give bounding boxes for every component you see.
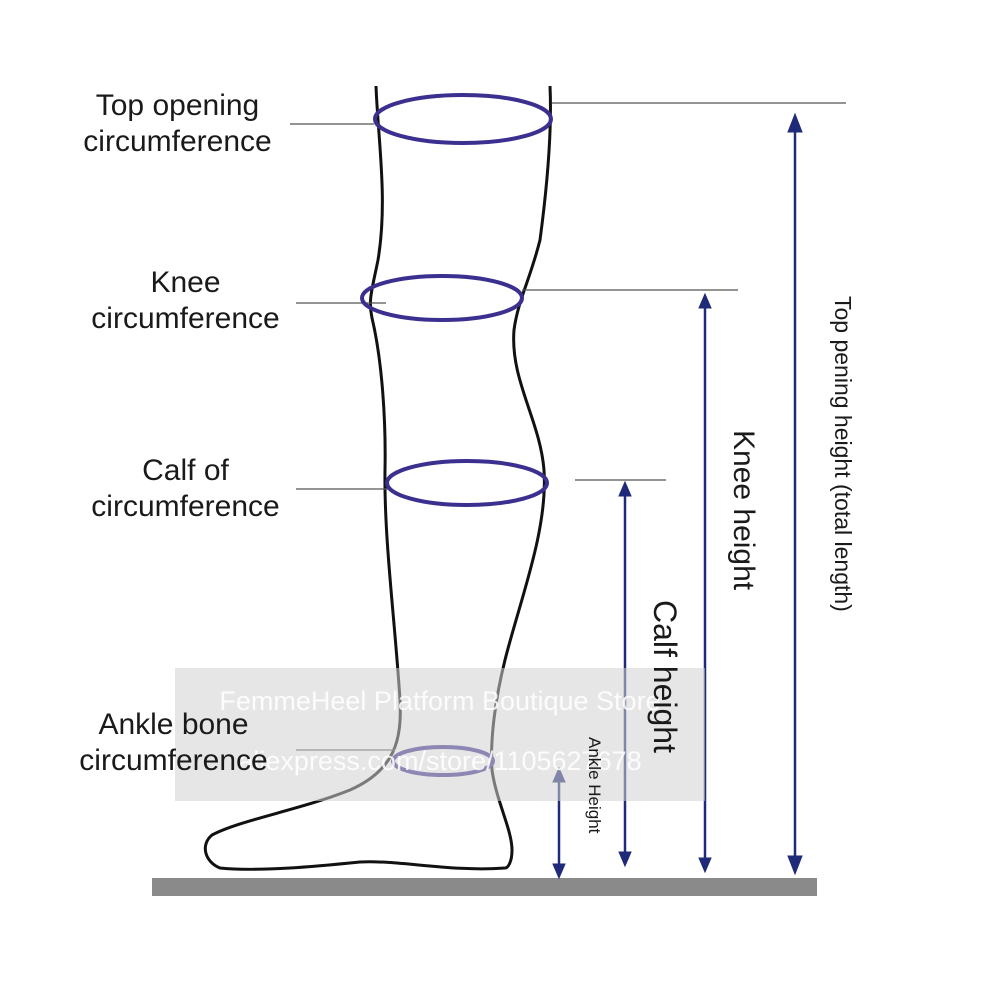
top-opening-label-line-2: circumference: [83, 125, 272, 158]
total-height-label: Top pening height (total length): [830, 296, 856, 612]
knee-height-label: Knee height: [727, 430, 760, 591]
watermark-line-1: FemmeHeel Platform Boutique Store: [219, 686, 661, 716]
top-opening-label-line-1: Top opening: [95, 89, 260, 122]
ankle-label: Ankle bone circumference: [66, 707, 281, 779]
knee-label-line-1: Knee: [150, 266, 221, 299]
calf-label-line-2: circumference: [91, 490, 280, 523]
watermark: FemmeHeel Platform Boutique Store aliexp…: [175, 668, 705, 801]
calf-label: Calf of circumference: [78, 453, 293, 525]
knee-height-arrow: [698, 292, 712, 874]
knee-label-line-2: circumference: [91, 302, 280, 335]
knee-label: Knee circumference: [78, 265, 293, 337]
calf-label-line-1: Calf of: [142, 454, 229, 487]
top-opening-ring: [373, 93, 553, 145]
top-opening-label: Top opening circumference: [70, 88, 285, 160]
ankle-height-label: Ankle Height: [585, 737, 604, 834]
calf-ring: [385, 459, 549, 507]
total-height-arrow: [787, 112, 803, 876]
ankle-label-line-2: circumference: [79, 744, 268, 777]
calf-height-label: Calf height: [647, 600, 683, 753]
watermark-line-2: aliexpress.com/store/1105627678: [238, 746, 642, 776]
ankle-label-line-1: Ankle bone: [98, 708, 249, 741]
leg-outline-right: [490, 85, 553, 870]
floor-bar: [152, 878, 817, 896]
knee-ring: [360, 274, 524, 322]
